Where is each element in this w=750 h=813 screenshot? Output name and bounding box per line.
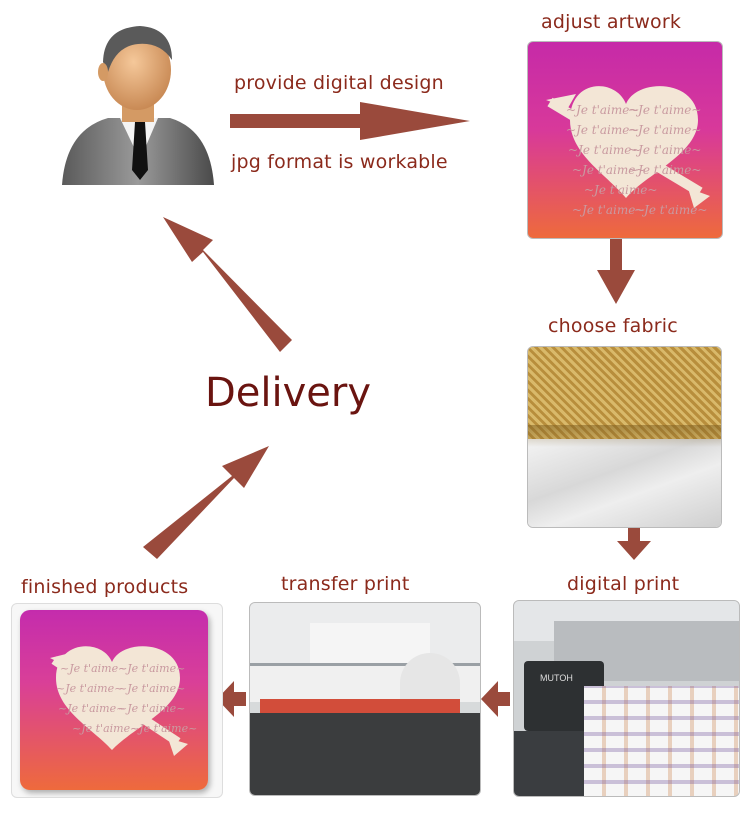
arrow-up-left-icon (163, 217, 292, 352)
pillow-heart-icon: ~Je t'aime~ ~Je t'aime~ ~Je t'aime~ ~Je … (50, 646, 197, 756)
svg-text:~Je t'aime~: ~Je t'aime~ (56, 682, 123, 695)
svg-text:~Je t'aime~: ~Je t'aime~ (72, 722, 139, 735)
label-delivery: Delivery (205, 370, 372, 416)
svg-text:~Je t'aime~: ~Je t'aime~ (566, 103, 639, 117)
fabric-image (527, 346, 722, 528)
svg-text:~Je t'aime~: ~Je t'aime~ (60, 662, 127, 675)
fabric-white-swatch (528, 439, 721, 527)
finished-pillow-image: ~Je t'aime~ ~Je t'aime~ ~Je t'aime~ ~Je … (11, 603, 223, 798)
label-provide-digital-design: provide digital design (234, 72, 444, 94)
svg-text:~Je t'aime~: ~Je t'aime~ (568, 143, 641, 157)
label-digital-print: digital print (567, 573, 680, 595)
svg-text:~Je t'aime~: ~Je t'aime~ (628, 123, 701, 137)
label-transfer-print: transfer print (281, 573, 410, 595)
transfer-print-image (249, 602, 481, 796)
svg-text:~Je t'aime~: ~Je t'aime~ (584, 183, 657, 197)
arrow-up-right-icon (143, 446, 269, 559)
arrow-down-icon-2 (617, 527, 651, 560)
arrow-down-icon (597, 238, 635, 304)
svg-text:~Je t'aime~: ~Je t'aime~ (566, 123, 639, 137)
label-finished-products: finished products (21, 576, 189, 598)
svg-text:~Je t'aime~: ~Je t'aime~ (118, 702, 185, 715)
svg-text:~Je t'aime~: ~Je t'aime~ (628, 163, 701, 177)
svg-text:~Je t'aime~: ~Je t'aime~ (628, 103, 701, 117)
svg-text:~Je t'aime~: ~Je t'aime~ (572, 163, 645, 177)
printer-brand-label: MUTOH (540, 673, 573, 683)
artwork-image: ~Je t'aime~ ~Je t'aime~ ~Je t'aime~ ~Je … (527, 41, 723, 239)
label-choose-fabric: choose fabric (548, 315, 678, 337)
digital-print-image: MUTOH (513, 600, 740, 797)
svg-text:~Je t'aime~: ~Je t'aime~ (634, 203, 707, 217)
label-adjust-artwork: adjust artwork (541, 11, 682, 33)
svg-text:~Je t'aime~: ~Je t'aime~ (130, 722, 197, 735)
svg-text:~Je t'aime~: ~Je t'aime~ (572, 203, 645, 217)
label-jpg-format: jpg format is workable (231, 151, 448, 173)
svg-text:~Je t'aime~: ~Je t'aime~ (58, 702, 125, 715)
arrow-left-icon (481, 681, 510, 717)
heart-artwork-icon: ~Je t'aime~ ~Je t'aime~ ~Je t'aime~ ~Je … (546, 86, 710, 217)
svg-text:~Je t'aime~: ~Je t'aime~ (118, 662, 185, 675)
svg-text:~Je t'aime~: ~Je t'aime~ (628, 143, 701, 157)
fabric-gold-swatch (528, 347, 721, 439)
svg-text:~Je t'aime~: ~Je t'aime~ (118, 682, 185, 695)
arrow-right-icon (230, 102, 470, 140)
